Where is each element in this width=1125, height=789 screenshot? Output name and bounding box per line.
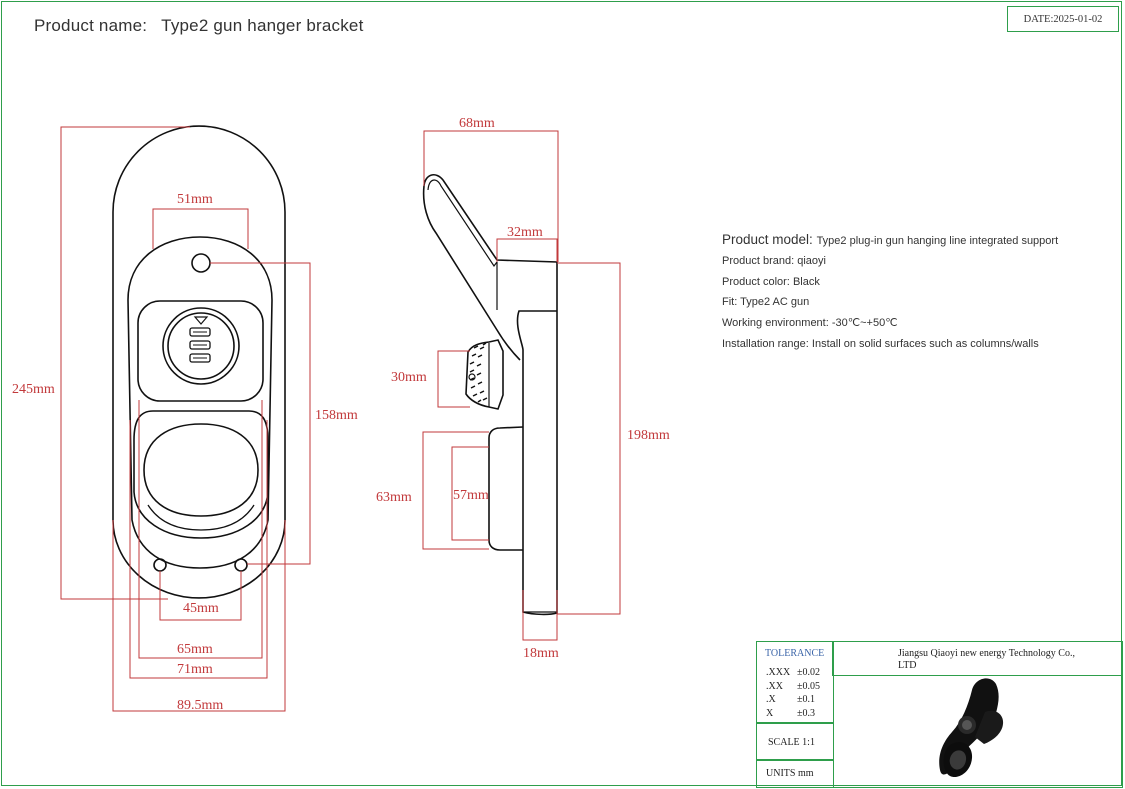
tolerance-value-x1: ±0.1 xyxy=(797,694,815,705)
gun-cup-inner xyxy=(143,423,259,517)
dim-side-arm-width: 32mm xyxy=(507,225,543,240)
spec-value: -30℃~+50℃ xyxy=(831,317,898,330)
spec-value: qiaoyi xyxy=(797,255,826,267)
dim-side-base: 18mm xyxy=(523,646,559,661)
tolerance-spec-x1: .X xyxy=(766,694,776,705)
dim-side-cup-outer: 63mm xyxy=(376,490,412,505)
tolerance-value-x0: ±0.3 xyxy=(797,708,815,719)
spec-label: Product brand: xyxy=(722,255,795,267)
spec-row-installation: Installation range: Install on solid sur… xyxy=(722,334,1058,355)
dim-front-height: 245mm xyxy=(12,382,55,397)
tolerance-value-xx: ±0.05 xyxy=(797,681,820,692)
lock-arrow-icon xyxy=(193,316,209,325)
lock-digit-3 xyxy=(189,353,211,363)
scale-text: SCALE 1:1 xyxy=(768,737,815,748)
dim-side-cup-inner: 57mm xyxy=(453,488,489,503)
dimension-labels: 245mm 51mm 158mm 45mm 65mm 71mm 89.5mm 6… xyxy=(12,116,670,713)
knob-ridges xyxy=(469,342,488,403)
dim-front-width-65: 65mm xyxy=(177,642,213,657)
gun-cup-outer xyxy=(133,410,269,539)
side-hook-outline xyxy=(423,173,558,616)
bottom-mount-hole-left xyxy=(153,558,167,572)
bottom-mount-hole-right xyxy=(234,558,248,572)
side-view xyxy=(422,173,558,616)
tolerance-value-xxx: ±0.02 xyxy=(797,667,820,678)
spec-value: Type2 AC gun xyxy=(740,296,810,309)
dim-front-top-width: 51mm xyxy=(177,192,213,207)
spec-label: Fit: xyxy=(722,296,738,309)
product-name-value: Type2 gun hanger bracket xyxy=(161,16,364,35)
side-cup xyxy=(488,426,524,551)
lock-dial-inner xyxy=(167,312,235,380)
spec-row-color: Product color: Black xyxy=(722,272,1058,293)
units-cell xyxy=(756,759,834,788)
spec-row-model: Product model: Type2 plug-in gun hanging… xyxy=(722,229,1058,251)
spec-value: Black xyxy=(792,275,820,288)
tolerance-spec-xxx: .XXX xyxy=(766,667,791,678)
spec-row-brand: Product brand: qiaoyi xyxy=(722,251,1058,272)
lock-dial-outer xyxy=(162,307,240,385)
spec-label: Product color: xyxy=(722,275,790,288)
side-knob xyxy=(465,339,504,410)
spec-list: Product model: Type2 plug-in gun hanging… xyxy=(722,229,1058,354)
dim-front-total-width: 89.5mm xyxy=(177,698,223,713)
dim-front-hole-spacing: 45mm xyxy=(183,601,219,616)
lock-digit-1 xyxy=(189,327,211,337)
company-name: Jiangsu Qiaoyi new energy Technology Co.… xyxy=(898,648,1075,671)
company-cell xyxy=(832,641,1123,676)
dim-side-depth: 68mm xyxy=(459,116,495,131)
dim-side-knob: 30mm xyxy=(391,370,427,385)
tolerance-spec-xx: .XX xyxy=(766,681,783,692)
product-thumbnail xyxy=(939,678,1004,778)
units-text: UNITS mm xyxy=(766,768,814,779)
spec-value: Install on solid surfaces such as column… xyxy=(811,337,1039,350)
dim-front-width-71: 71mm xyxy=(177,662,213,677)
spec-row-environment: Working environment: -30℃~+50℃ xyxy=(722,313,1058,334)
spec-row-fit: Fit: Type2 AC gun xyxy=(722,292,1058,313)
date-text: DATE:2025-01-02 xyxy=(1023,13,1103,25)
dim-front-hole-span: 158mm xyxy=(315,408,358,423)
product-name: Product name: Type2 gun hanger bracket xyxy=(34,16,364,36)
product-name-label: Product name: xyxy=(34,16,148,35)
spec-label: Product model: xyxy=(722,232,813,247)
spec-label: Installation range: xyxy=(722,337,809,350)
dim-side-height: 198mm xyxy=(627,428,670,443)
date-box: DATE:2025-01-02 xyxy=(1007,6,1119,32)
lock-digit-2 xyxy=(189,340,211,350)
tolerance-spec-x0: X xyxy=(766,708,774,719)
lock-housing xyxy=(137,300,264,402)
top-mount-hole xyxy=(191,253,211,273)
spec-label: Working environment: xyxy=(722,317,829,330)
spec-value: Type2 plug-in gun hanging line integrate… xyxy=(816,235,1059,247)
scale-cell xyxy=(756,722,834,761)
tolerance-cell xyxy=(756,641,834,724)
tolerance-title: TOLERANCE xyxy=(765,648,825,659)
front-inner-outline xyxy=(127,236,273,569)
